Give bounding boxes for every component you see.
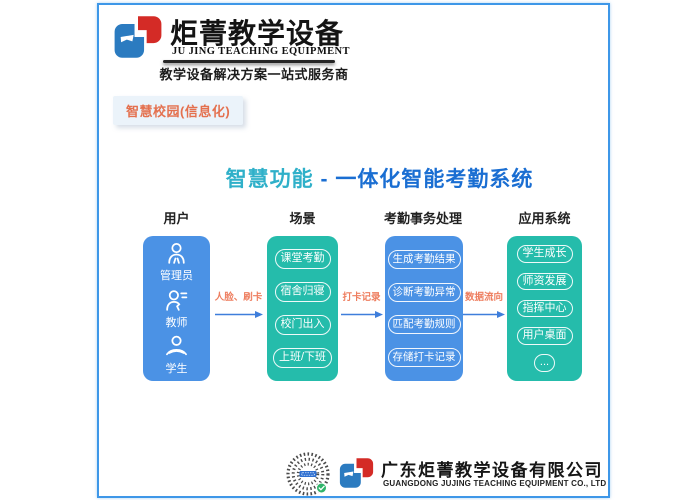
user-label: 教师 [165,316,188,329]
arrow-right-icon [463,311,505,318]
user-label: 管理员 [160,269,193,282]
application-item: 师资发展 [516,272,573,291]
circular-qr-seal-icon [286,452,330,496]
category-badge: 智慧校园(信息化) [113,96,244,125]
student-person-icon [166,335,187,356]
brand-name-cn: 炬菁教学设备 [170,18,345,49]
application-item: ... [533,353,556,372]
process-item: 诊断考勤异常 [387,282,461,302]
jujing-logo-icon [339,458,374,488]
arrow-label: 人脸、刷卡 [214,292,263,303]
slide-frame: 炬菁教学设备 JU JING TEACHING EQUIPMENT 教学设备解决… [97,3,610,498]
scene-item: 课堂考勤 [274,249,331,269]
applications-column: 学生成长 师资发展 指挥中心 用户桌面 ... [507,236,582,381]
arrow-right-icon [340,311,383,318]
scene-item: 宿舍归寝 [274,282,331,302]
users-column: 管理员 教师 学生 [143,236,210,381]
flow-arrow-2: 打卡记录 [338,289,385,324]
process-item: 生成考勤结果 [387,249,461,269]
column-header-scenes: 场景 [289,211,316,226]
process-item: 匹配考勤规则 [387,315,461,335]
teacher-person-icon [166,289,188,311]
company-name-cn: 广东炬菁教学设备有限公司 [381,461,603,480]
column-header-users: 用户 [163,211,190,226]
scene-item: 校门出入 [274,315,331,335]
user-item: 管理员 [160,241,193,283]
user-item: 教师 [164,288,189,330]
title-part-blue: - 一体化智能考勤系统 [313,168,534,191]
arrow-label: 数据流向 [464,292,503,303]
page-title: 智慧功能 - 一体化智能考勤系统 [99,163,608,193]
company-name-en: GUANGDONG JUJING TEACHING EQUIPMENT CO.,… [383,479,607,488]
title-part-teal: 智慧功能 [225,168,314,191]
application-item: 指挥中心 [516,299,573,318]
column-header-applications: 应用系统 [518,211,571,226]
column-header-processing: 考勤事务处理 [383,211,462,226]
jujing-logo-icon [114,16,162,58]
brand-tagline: 教学设备解决方案一站式服务商 [159,67,349,82]
application-item: 学生成长 [516,245,573,264]
application-item: 用户桌面 [516,326,573,345]
brand-underline [163,60,335,63]
flow-arrow-3: 数据流向 [461,289,507,324]
user-label: 学生 [165,363,188,376]
flow-arrow-1: 人脸、刷卡 [210,289,267,324]
scenes-column: 课堂考勤 宿舍归寝 校门出入 上班/下班 [267,236,338,381]
admin-person-icon [168,242,185,264]
arrow-right-icon [214,311,263,318]
user-item: 学生 [164,334,189,376]
scene-item: 上班/下班 [272,348,333,368]
brand-name-en: JU JING TEACHING EQUIPMENT [172,46,350,57]
process-item: 存储打卡记录 [387,348,461,368]
arrow-label: 打卡记录 [342,292,381,303]
processing-column: 生成考勤结果 诊断考勤异常 匹配考勤规则 存储打卡记录 [385,236,463,381]
